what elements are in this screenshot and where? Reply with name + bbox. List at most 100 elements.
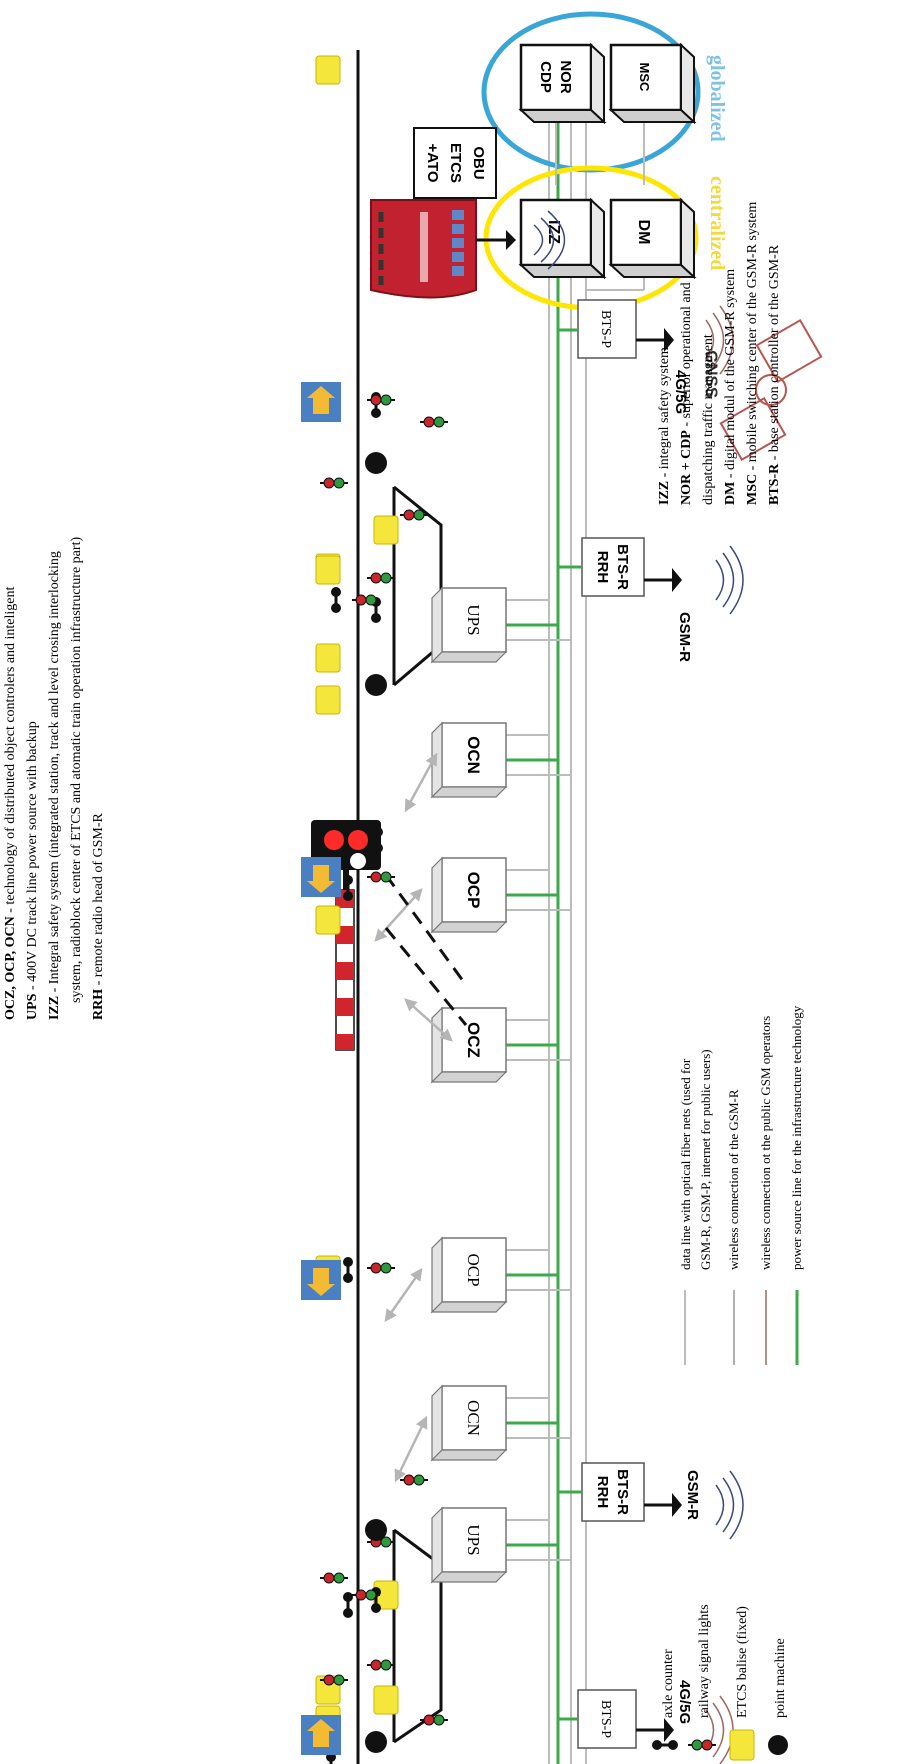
balise: [315, 905, 341, 935]
left-legend-5-bold: RRH: [91, 989, 106, 1020]
left-legend-2-bold: UPS: [25, 993, 40, 1020]
left-legend-4: system, radioblock center of ETCS and at…: [69, 537, 84, 1003]
bts-r-bottom-label2: RRH: [594, 1476, 611, 1509]
ocn-box-top: OCN: [430, 721, 571, 799]
train-obu: OBU: [470, 146, 487, 179]
signal-light: [367, 1262, 395, 1274]
point-machine: [365, 674, 387, 696]
direction-arrow: [301, 1715, 341, 1755]
direction-arrow: [301, 857, 341, 897]
control-arrow: [394, 1415, 428, 1483]
signal-light: [352, 594, 380, 606]
svg-text:DM - digital modul of the GSM-: DM - digital modul of the GSM-R system: [723, 269, 738, 505]
ocp-box-bottom: OCP: [430, 1236, 571, 1314]
right-legend-nor-cont: dispatching traffic managment: [701, 334, 716, 505]
svg-text:BTS-R - base station controlle: BTS-R - base station controller of the G…: [767, 244, 782, 505]
line-legend: data line with optical fiber nets (used …: [678, 1005, 804, 1365]
right-legend-izz-bold: IZZ: [657, 481, 672, 505]
axle-counter: [331, 587, 341, 613]
left-legend-1-bold: OCZ, OCP, OCN: [3, 916, 18, 1020]
control-arrow: [374, 888, 423, 942]
centralized-label: centralized: [706, 176, 728, 270]
svg-text:IZZ - Integral safety system (: IZZ - Integral safety system (integrated…: [47, 551, 62, 1020]
line-legend-data-1: data line with optical fiber nets (used …: [678, 1058, 693, 1270]
balise: [373, 1685, 399, 1715]
train: OBU ETCS +ATO: [370, 127, 566, 299]
svg-text:IZZ - integral safety system: IZZ - integral safety system: [657, 347, 672, 505]
balise: [315, 685, 341, 715]
left-legend: OCZ, OCP, OCN - technology of distribute…: [3, 537, 106, 1020]
left-legend-1-rest: - technology of distributed object contr…: [3, 586, 18, 916]
ups-box-top: UPS: [430, 586, 571, 664]
svg-text:NOR + CDP - superior operation: NOR + CDP - superior operational and: [679, 282, 694, 505]
signal-light: [320, 477, 348, 489]
dm-box: DM: [608, 197, 697, 280]
signal-light: [352, 1589, 380, 1601]
direction-arrow: [301, 1260, 341, 1300]
ups-box-top-label: UPS: [464, 604, 483, 635]
left-legend-2-rest: - 400V DC track line power source with b…: [25, 721, 40, 993]
ocp-box-bottom-label: OCP: [464, 1253, 483, 1286]
balise: [315, 643, 341, 673]
signal-light: [400, 509, 428, 521]
svg-text:OCZ, OCP, OCN - technology of: OCZ, OCP, OCN - technology of distribute…: [3, 586, 18, 1020]
ups-box-bottom: UPS: [430, 1506, 571, 1584]
axle-counter: [343, 875, 353, 901]
svg-text:UPS - 400V DC track line power: UPS - 400V DC track line power source wi…: [25, 721, 40, 1020]
msc-box: MSC: [608, 42, 697, 125]
nor-label: NOR: [557, 60, 574, 94]
right-legend-msc-bold: MSC: [745, 474, 760, 505]
bts-r-top-label1: BTS-R: [614, 544, 631, 590]
signal-light: [420, 1714, 448, 1726]
svg-text:RRH - remote radio head of GSM: RRH - remote radio head of GSM-R: [91, 812, 106, 1020]
direction-arrow: [301, 382, 341, 422]
signal-light: [367, 394, 395, 406]
bts-p-bottom: BTS-P 4G/5G: [558, 1680, 734, 1764]
signal-light: [367, 1659, 395, 1671]
line-legend-power: power source line for the infrastructure…: [789, 1005, 804, 1270]
legend-point-machine: point machine: [773, 1638, 788, 1718]
gsmr-top-label: GSM-R: [676, 612, 693, 662]
train-ato: +ATO: [424, 143, 441, 182]
line-legend-data-2: GSM-R, GSM-P, internet for public users): [698, 1049, 713, 1270]
right-legend-izz-rest: - integral safety system: [657, 347, 672, 481]
balise: [315, 55, 341, 85]
axle-counter: [343, 1592, 353, 1618]
legend-signal-lights: railway signal lights: [697, 1604, 712, 1718]
right-legend-nor-bold: NOR + CDP: [679, 430, 694, 505]
signal-light: [420, 416, 448, 428]
right-legend-dm-bold: DM: [723, 482, 738, 505]
train-etcs: ETCS: [447, 143, 464, 183]
bts-p-top: BTS-P 4G/5G: [558, 299, 734, 414]
izz-box: IZZ: [518, 197, 607, 280]
bts-p-bottom-label: BTS-P: [598, 1700, 613, 1738]
signal-light: [400, 1474, 428, 1486]
right-legend-dm-rest: - digital modul of the GSM-R system: [723, 269, 738, 482]
g45-bottom-label: 4G/5G: [676, 1680, 693, 1724]
svg-text:MSC - mobile switching center: MSC - mobile switching center of the GSM…: [745, 202, 760, 505]
right-legend: IZZ - integral safety system NOR + CDP -…: [657, 202, 782, 505]
legend-balise: ETCS balise (fixed): [735, 1606, 750, 1718]
ocn-box-top-label: OCN: [464, 736, 483, 774]
globalized-label: globalized: [706, 55, 728, 142]
ups-box-bottom-label: UPS: [464, 1524, 483, 1555]
bts-r-bottom-label1: BTS-R: [614, 1469, 631, 1515]
ocn-box-bottom: OCN: [430, 1384, 571, 1462]
line-legend-gsmr: wireless connection of the GSM-R: [726, 1089, 741, 1270]
left-legend-5-rest: - remote radio head of GSM-R: [91, 812, 106, 988]
right-legend-msc-rest: - mobile switching center of the GSM-R s…: [745, 202, 760, 474]
gsmr-bottom-label: GSM-R: [684, 1470, 701, 1520]
balise: [373, 515, 399, 545]
ocp-box-top-label: OCP: [464, 872, 483, 909]
bts-r-top: BTS-R RRH GSM-R: [558, 537, 744, 662]
control-arrow: [384, 1267, 423, 1323]
control-arrow: [404, 752, 438, 813]
gnss-satellite: GNSS: [702, 318, 823, 462]
control-arrow: [404, 998, 453, 1042]
cdp-label: CDP: [537, 61, 554, 93]
right-legend-bts-bold: BTS-R: [767, 463, 782, 505]
axle-counter: [343, 1257, 353, 1283]
left-legend-3-rest: - Integral safety system (integrated sta…: [47, 551, 62, 996]
signal-light: [367, 871, 395, 883]
left-legend-3-bold: IZZ: [47, 996, 62, 1020]
